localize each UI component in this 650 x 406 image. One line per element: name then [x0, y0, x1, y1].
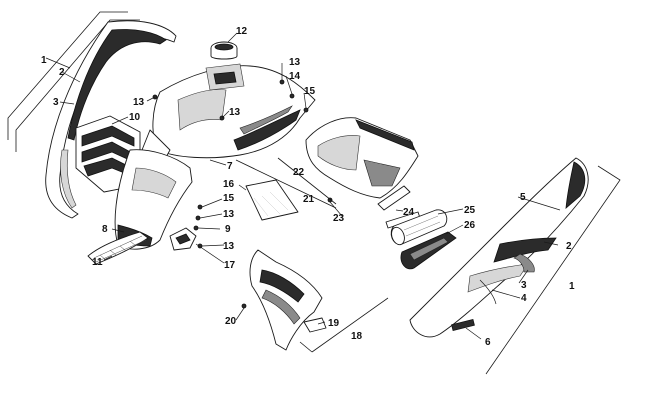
callout-13-bottom: 13 — [223, 241, 235, 252]
callout-8: 8 — [102, 224, 108, 235]
callout-6: 6 — [485, 337, 491, 348]
callout-26: 26 — [464, 220, 476, 231]
filler-cap — [210, 41, 238, 60]
callout-11: 11 — [92, 257, 103, 268]
callout-7: 7 — [227, 161, 233, 172]
callout-15-top: 15 — [304, 86, 316, 97]
callout-2-right: 2 — [566, 241, 572, 252]
callout-16: 16 — [223, 179, 235, 190]
callout-5: 5 — [520, 192, 526, 203]
tube-canister — [390, 209, 448, 246]
callout-22: 22 — [293, 167, 305, 178]
callout-1-right: 1 — [569, 281, 575, 292]
right-assembly-bracket — [235, 157, 621, 375]
callout-24: 24 — [403, 207, 415, 218]
callout-3-right: 3 — [521, 280, 527, 291]
callout-19: 19 — [328, 318, 340, 329]
callout-18: 18 — [351, 331, 363, 342]
callout-21: 21 — [303, 194, 315, 205]
tube-holder — [400, 231, 457, 270]
callout-17: 17 — [224, 260, 236, 271]
callout-13-mid: 13 — [229, 107, 241, 118]
callout-15-mid: 15 — [223, 193, 235, 204]
callout-4: 4 — [521, 293, 527, 304]
callout-13-top-right: 13 — [289, 57, 301, 68]
callout-23: 23 — [333, 213, 345, 224]
left-assembly-bracket — [7, 11, 140, 152]
callout-labels: 1 2 3 10 12 13 13 13 14 15 7 22 16 15 13… — [41, 26, 575, 348]
mesh-screen — [87, 231, 149, 265]
callout-3-left: 3 — [53, 97, 59, 108]
leader-lines — [45, 32, 561, 340]
callout-20: 20 — [225, 316, 237, 327]
callout-14: 14 — [289, 71, 301, 82]
retaining-strap — [377, 185, 421, 229]
left-side-trim-strip — [45, 20, 177, 219]
inner-tray — [305, 117, 419, 199]
mount-bracket — [169, 227, 197, 251]
heat-shield-plate — [245, 179, 299, 221]
callout-10: 10 — [129, 112, 141, 123]
lower-nose-cowl — [249, 249, 323, 351]
callout-12: 12 — [236, 26, 248, 37]
callout-13-top-left: 13 — [133, 97, 145, 108]
callout-25: 25 — [464, 205, 476, 216]
small-clip — [303, 317, 327, 333]
right-side-panel — [409, 157, 589, 338]
callout-13-lower: 13 — [223, 209, 235, 220]
callout-1-left: 1 — [41, 55, 47, 66]
callout-9: 9 — [225, 224, 231, 235]
callout-2-left: 2 — [59, 67, 65, 78]
